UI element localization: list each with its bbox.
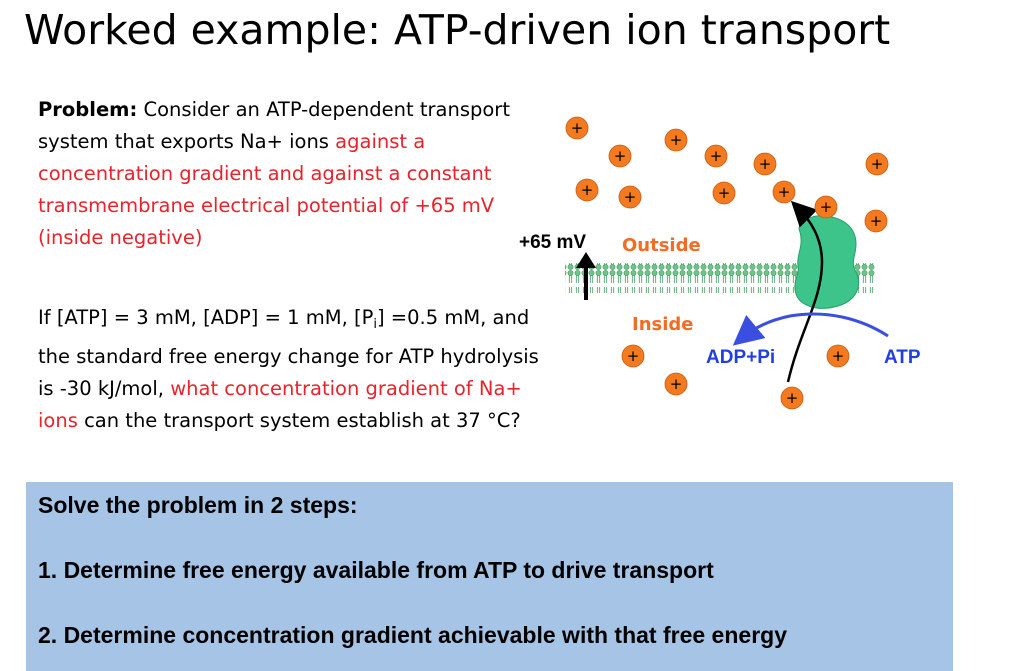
potential-arrow-head — [576, 252, 596, 268]
outside-label: Outside — [622, 235, 701, 256]
sodium-ion: + — [618, 185, 642, 209]
ion-symbol: + — [870, 212, 883, 230]
ion-symbol: + — [581, 181, 594, 199]
sodium-ion: + — [772, 180, 796, 204]
sodium-ion: + — [664, 128, 688, 152]
solution-steps-box: Solve the problem in 2 steps: 1. Determi… — [26, 482, 953, 671]
ion-symbol: + — [670, 375, 683, 393]
problem-red-text: against a concentration gradient and aga… — [38, 130, 495, 249]
ion-symbol: + — [778, 183, 791, 201]
ion-symbol: + — [820, 198, 833, 216]
ion-symbol: + — [614, 147, 627, 165]
conditions-text-end: can the transport system establish at 37… — [77, 409, 521, 432]
conditions-subscript: i — [373, 317, 377, 332]
transport-arrow — [786, 200, 824, 383]
step-1: 1. Determine free energy available from … — [38, 557, 714, 583]
slide-title: Worked example: ATP-driven ion transport — [24, 6, 891, 54]
adp-pi-label: ADP+Pi — [706, 347, 775, 368]
ion-symbol: + — [832, 347, 845, 365]
sodium-ion: + — [712, 181, 736, 205]
conditions-text-mid: ] =0.5 mM, and the standard free energy … — [38, 306, 539, 400]
problem-label: Problem: — [38, 98, 138, 121]
ion-symbol: + — [710, 147, 723, 165]
conditions-paragraph: If [ATP] = 3 mM, [ADP] = 1 mM, [Pi] =0.5… — [38, 302, 558, 437]
sodium-ion: + — [864, 209, 888, 233]
ion-symbol: + — [759, 155, 772, 173]
sodium-ion: + — [621, 344, 645, 368]
sodium-ion: + — [865, 152, 889, 176]
transporter-protein — [794, 215, 860, 309]
sodium-ion: + — [826, 344, 850, 368]
sodium-ion: + — [704, 144, 728, 168]
problem-intro: Consider an ATP-dependent transport syst… — [38, 98, 510, 153]
sodium-ion: + — [780, 386, 804, 410]
ion-symbol: + — [670, 131, 683, 149]
conditions-text-start: If [ATP] = 3 mM, [ADP] = 1 mM, [P — [38, 306, 374, 329]
ion-symbol: + — [871, 155, 884, 173]
ion-symbol: + — [627, 347, 640, 365]
problem-paragraph: Problem: Consider an ATP-dependent trans… — [38, 94, 558, 254]
sodium-ion: + — [575, 178, 599, 202]
conditions-red-question: what concentration gradient of Na+ ions — [38, 377, 522, 432]
step-2: 2. Determine concentration gradient achi… — [38, 622, 787, 648]
sodium-ion: + — [565, 116, 589, 140]
atp-label: ATP — [884, 347, 921, 368]
ion-symbol: + — [718, 184, 731, 202]
transport-diagram: + + + + + + + + + + + + + + + + +65 mV Outside Inside A… — [519, 116, 921, 410]
ion-symbol: + — [624, 188, 637, 206]
steps-heading: Solve the problem in 2 steps: — [38, 492, 358, 518]
ion-symbol: + — [571, 119, 584, 137]
sodium-ion: + — [664, 372, 688, 396]
ion-symbol: + — [786, 389, 799, 407]
sodium-ions: + + + + + + + + + + + + + + + + — [565, 116, 889, 410]
voltage-label: +65 mV — [519, 232, 586, 253]
sodium-ion: + — [608, 144, 632, 168]
sodium-ion: + — [814, 195, 838, 219]
atp-hydrolysis-arrow — [732, 312, 889, 346]
sodium-ion: + — [753, 152, 777, 176]
inside-label: Inside — [632, 314, 694, 335]
